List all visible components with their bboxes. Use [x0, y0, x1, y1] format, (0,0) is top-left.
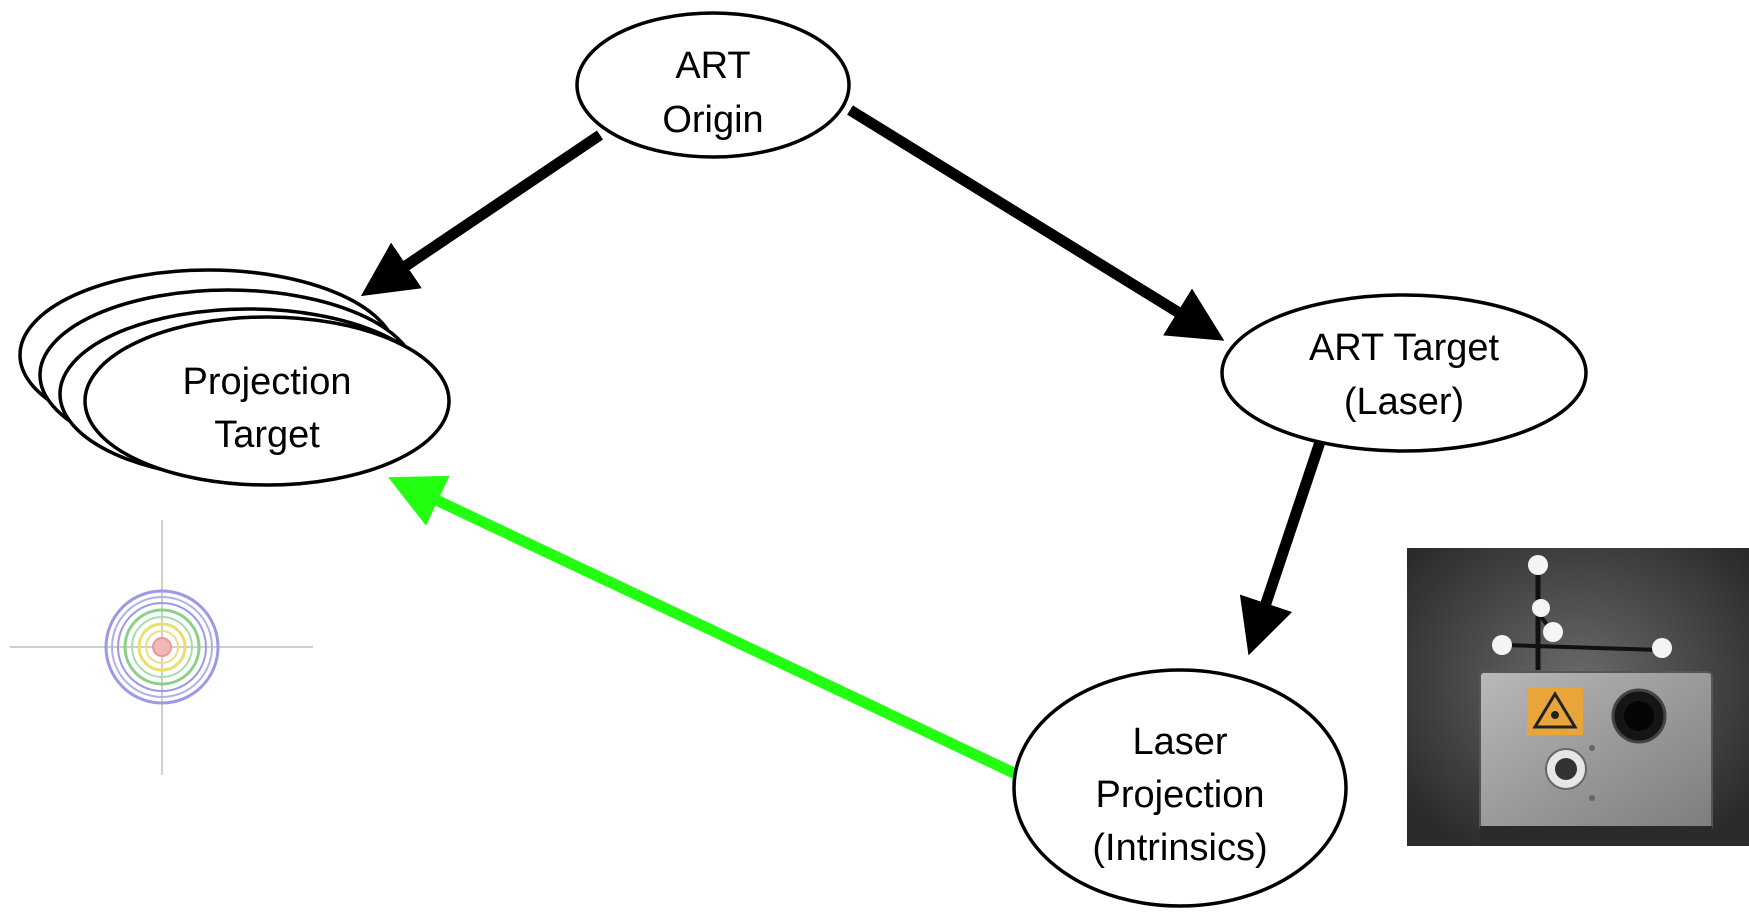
- tracking-marker-ball: [1532, 599, 1550, 617]
- node-laser-projection: Laser Projection (Intrinsics): [1012, 668, 1348, 908]
- node-projection-target: Projection Target: [18, 268, 451, 487]
- laser-projection-label-line3: (Intrinsics): [1092, 827, 1267, 869]
- edge-laser-projection-to-projection-target: [388, 475, 1021, 780]
- tracking-marker-ball: [1492, 635, 1512, 655]
- art-origin-label-line2: Origin: [662, 99, 763, 141]
- art-origin-label-line1: ART: [675, 45, 750, 87]
- laser-projector-photo: [1407, 548, 1749, 846]
- crosshair-target-icon: [10, 520, 313, 775]
- tracking-marker-ball: [1528, 555, 1548, 575]
- art-target-label-line2: (Laser): [1344, 381, 1464, 423]
- laser-projection-label-line2: Projection: [1096, 774, 1265, 816]
- edge-origin-to-projection-target: [360, 130, 604, 297]
- laser-projection-label-line1: Laser: [1132, 721, 1227, 763]
- projection-target-label-line1: Projection: [183, 361, 352, 403]
- projection-target-label-line2: Target: [214, 414, 320, 456]
- edge-origin-to-art-target: [847, 105, 1225, 341]
- node-art-origin: ART Origin: [575, 11, 851, 159]
- tracking-marker-ball: [1543, 622, 1563, 642]
- projection-target-front: [83, 315, 451, 487]
- edge-art-target-to-laser-projection: [1239, 440, 1326, 656]
- node-art-target-laser: ART Target (Laser): [1220, 293, 1588, 453]
- tracking-marker-ball: [1652, 638, 1672, 658]
- art-target-label-line1: ART Target: [1309, 327, 1500, 369]
